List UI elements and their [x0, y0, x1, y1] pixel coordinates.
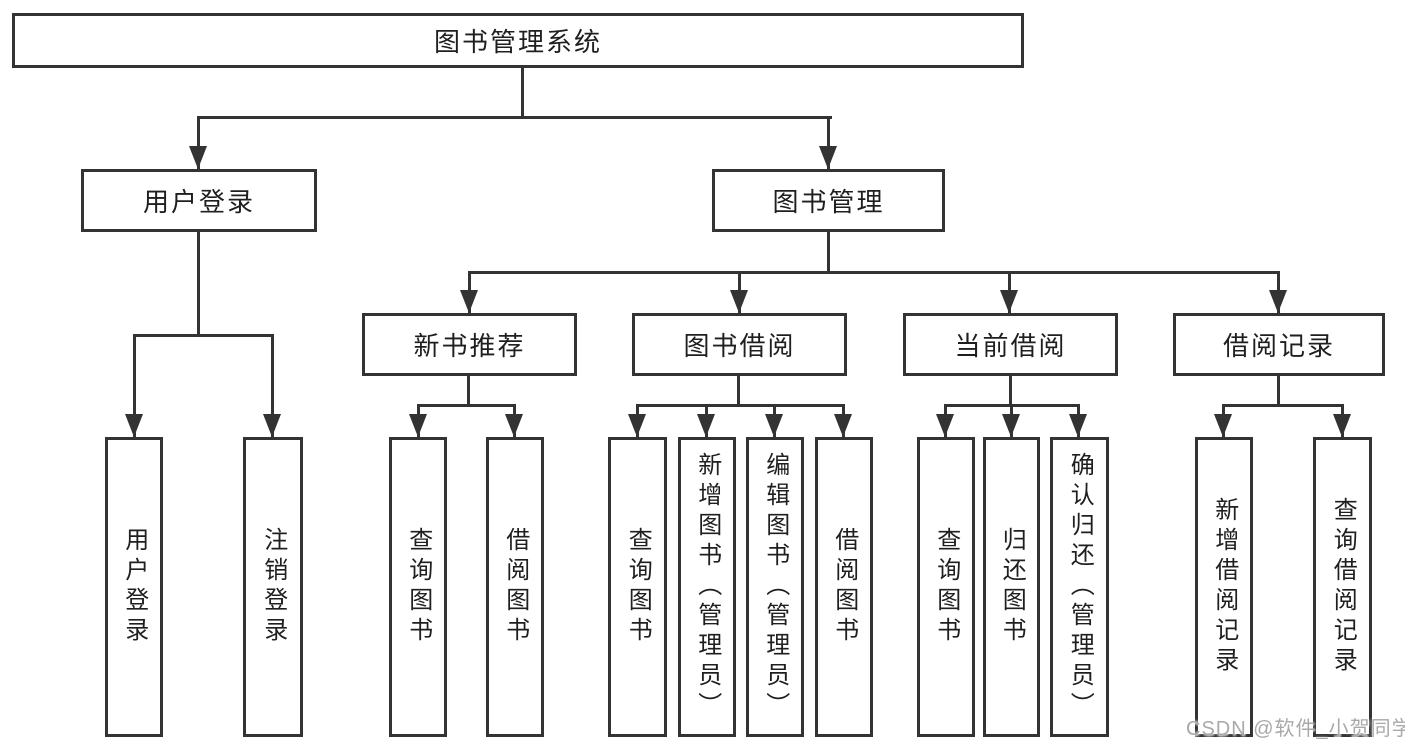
- level2-branch-hline: [197, 116, 832, 119]
- records-child1-arrowhead: [1214, 414, 1232, 437]
- node-root-library-management-system: 图书管理系统: [12, 13, 1024, 68]
- to-book-management-vline: [827, 116, 830, 169]
- to-user-login-vline: [197, 116, 200, 169]
- current-child3-arrowhead: [1069, 414, 1087, 437]
- user-login-branch-hline: [133, 334, 274, 337]
- borrowing-child3-arrowhead: [765, 414, 783, 437]
- new-book-child2-arrowhead: [505, 414, 523, 437]
- leaf-query-books-c: 查询图书: [917, 437, 975, 737]
- leaf-borrow-books-a: 借阅图书: [486, 437, 544, 737]
- borrowing-child1-arrowhead: [628, 414, 646, 437]
- leaf-edit-books-admin: 编辑图书（管理员）: [746, 437, 804, 737]
- current-child1-arrowhead: [936, 414, 954, 437]
- new-book-child1-arrowhead: [409, 414, 427, 437]
- leaf-borrow-books-b: 借阅图书: [815, 437, 873, 737]
- leaf-add-books-admin: 新增图书（管理员）: [678, 437, 736, 737]
- to-new-book-arrowhead: [460, 290, 478, 313]
- book-management-stem-vline: [827, 232, 830, 274]
- leaf-query-books-b: 查询图书: [608, 437, 667, 737]
- node-user-login: 用户登录: [81, 169, 317, 232]
- node-book-borrowing: 图书借阅: [632, 313, 847, 376]
- root-stem-vline: [521, 68, 524, 118]
- leaf-confirm-return-admin: 确认归还（管理员）: [1050, 437, 1109, 737]
- node-new-book-recommend: 新书推荐: [362, 313, 577, 376]
- current-stem-vline: [1009, 376, 1012, 406]
- records-branch-hline: [1222, 404, 1344, 407]
- to-user-login-arrowhead: [189, 146, 207, 169]
- to-login-leaf-vline: [133, 334, 136, 437]
- borrowing-stem-vline: [737, 376, 740, 406]
- leaf-logout: 注销登录: [243, 437, 303, 737]
- to-logout-leaf-arrowhead: [263, 414, 281, 437]
- records-child2-arrowhead: [1333, 414, 1351, 437]
- borrowing-child4-arrowhead: [834, 414, 852, 437]
- leaf-query-books-a: 查询图书: [389, 437, 447, 737]
- current-child2-arrowhead: [1002, 414, 1020, 437]
- to-current-borrow-arrowhead: [1000, 290, 1018, 313]
- leaf-return-books: 归还图书: [983, 437, 1040, 737]
- new-book-stem-vline: [467, 376, 470, 406]
- to-login-leaf-arrowhead: [125, 414, 143, 437]
- to-book-borrow-arrowhead: [730, 290, 748, 313]
- to-logout-leaf-vline: [271, 334, 274, 437]
- borrowing-branch-hline: [636, 404, 844, 407]
- leaf-add-borrow-record: 新增借阅记录: [1195, 437, 1253, 737]
- csdn-watermark: CSDN @软件_小贺同学: [1186, 718, 1405, 740]
- node-borrowing-records: 借阅记录: [1173, 313, 1385, 376]
- node-book-management: 图书管理: [712, 169, 945, 232]
- node-current-borrowing: 当前借阅: [903, 313, 1118, 376]
- level3-branch-hline: [468, 271, 1280, 274]
- user-login-stem-vline: [197, 232, 200, 336]
- borrowing-child2-arrowhead: [697, 414, 715, 437]
- to-borrow-record-arrowhead: [1269, 290, 1287, 313]
- to-book-management-arrowhead: [819, 146, 837, 169]
- leaf-user-login: 用户登录: [105, 437, 163, 737]
- leaf-query-borrow-record: 查询借阅记录: [1313, 437, 1372, 737]
- records-stem-vline: [1277, 376, 1280, 406]
- new-book-branch-hline: [417, 404, 516, 407]
